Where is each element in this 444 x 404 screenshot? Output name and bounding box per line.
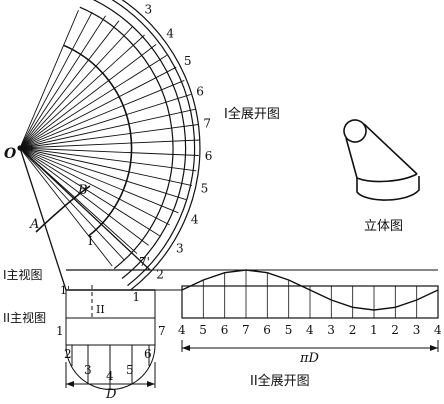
fan-radial-line <box>19 15 106 149</box>
fan-radial-line <box>19 44 157 149</box>
fan-radial-line <box>19 79 185 149</box>
semicircle-number: 5 <box>126 363 134 377</box>
fan-edge-line <box>19 147 67 291</box>
strip-number: 4 <box>178 323 186 337</box>
fan-radial-line <box>19 66 177 149</box>
strip-number: 3 <box>327 323 335 337</box>
fan-radial-line <box>19 26 133 149</box>
fan-number: 5 <box>184 54 192 68</box>
fan-radial-line <box>19 54 168 149</box>
label-one-prime: 1' <box>60 284 70 297</box>
semicircle-number: 6 <box>144 347 152 361</box>
label-region-one: I <box>88 234 93 248</box>
fan-development-lines <box>19 10 200 267</box>
fan-arc <box>92 0 187 279</box>
strip-curve <box>181 269 439 311</box>
fan-arc <box>111 0 196 287</box>
fan-radial-line <box>19 147 187 201</box>
fan-number: 5 <box>201 181 209 195</box>
origin-point <box>17 145 23 151</box>
solid-view-drawing <box>343 119 420 201</box>
strip-number: 1 <box>370 323 378 337</box>
fan-radial-line <box>19 139 200 149</box>
strip-number: 4 <box>306 323 314 337</box>
fan-arc <box>79 6 174 270</box>
label-region-two-small: II <box>96 303 105 316</box>
strip-number: 2 <box>391 323 399 337</box>
label-left-one: 1 <box>56 324 64 338</box>
fan-radial-line <box>19 147 192 187</box>
label-origin: O <box>4 146 17 162</box>
strip-number: 2 <box>349 323 357 337</box>
label-point-b: B <box>77 183 88 198</box>
fan-edge-line <box>19 147 151 271</box>
fan-outer-arc <box>121 0 201 291</box>
fan-radial-line <box>19 147 160 237</box>
fan-radial-line <box>19 108 196 149</box>
fan-radial-line <box>19 147 179 214</box>
fan-number: 3 <box>176 242 184 256</box>
strip-development <box>150 269 439 319</box>
strip-number: 5 <box>285 323 293 337</box>
caption-solid-view: 立体图 <box>364 219 403 234</box>
dimension-pid-group <box>181 340 439 352</box>
fan-number: 3 <box>145 2 153 16</box>
fan-arcs <box>19 0 201 291</box>
fan-radial-line <box>19 147 197 172</box>
caption-view-one: I主视图 <box>3 267 43 282</box>
strip-number: 5 <box>199 323 207 337</box>
label-dimension-pid: πD <box>299 351 320 366</box>
dimension-d-group <box>65 362 156 388</box>
fan-radial-line <box>19 11 93 149</box>
fan-arc <box>63 44 133 237</box>
caption-development-one: I全展开图 <box>224 106 280 122</box>
label-right-seven: 7 <box>158 324 166 338</box>
label-dimension-d: D <box>105 387 117 400</box>
strip-number: 6 <box>221 323 229 337</box>
fan-number: 4 <box>191 213 199 227</box>
fan-radial-line <box>19 147 126 261</box>
strip-number: 6 <box>263 323 271 337</box>
label-seven-prime: 7' <box>139 255 150 269</box>
fan-radial-line <box>19 124 199 149</box>
fan-curve-ab <box>35 185 91 233</box>
fan-radial-line <box>19 10 79 149</box>
fan-outer-numbers: 1234567654321 <box>132 2 213 304</box>
front-view-group <box>65 269 156 390</box>
strip-number: 7 <box>242 323 250 337</box>
fan-radial-line <box>19 93 191 149</box>
semicircle-number: 4 <box>106 369 114 383</box>
fan-radial-line <box>19 147 170 226</box>
semicircle-number: 3 <box>84 363 92 377</box>
strip-number: 3 <box>413 323 421 337</box>
caption-development-two: II全展开图 <box>250 373 310 389</box>
fan-number: 4 <box>166 27 174 41</box>
fan-number: 6 <box>205 149 213 163</box>
fan-number: 6 <box>196 84 204 98</box>
fan-number: 7 <box>203 116 211 130</box>
fan-radial-line <box>19 147 113 267</box>
fan-radial-line <box>19 147 149 246</box>
fan-number: 2 <box>156 268 164 282</box>
fan-radial-line <box>19 20 120 149</box>
fan-number: 1 <box>132 290 140 304</box>
label-point-a: A <box>29 217 39 232</box>
strip-number: 4 <box>434 323 442 337</box>
caption-view-two: II主视图 <box>3 310 46 325</box>
fan-radial-line <box>19 147 199 156</box>
fan-radial-line <box>19 34 145 149</box>
semicircle-number: 2 <box>64 347 72 361</box>
